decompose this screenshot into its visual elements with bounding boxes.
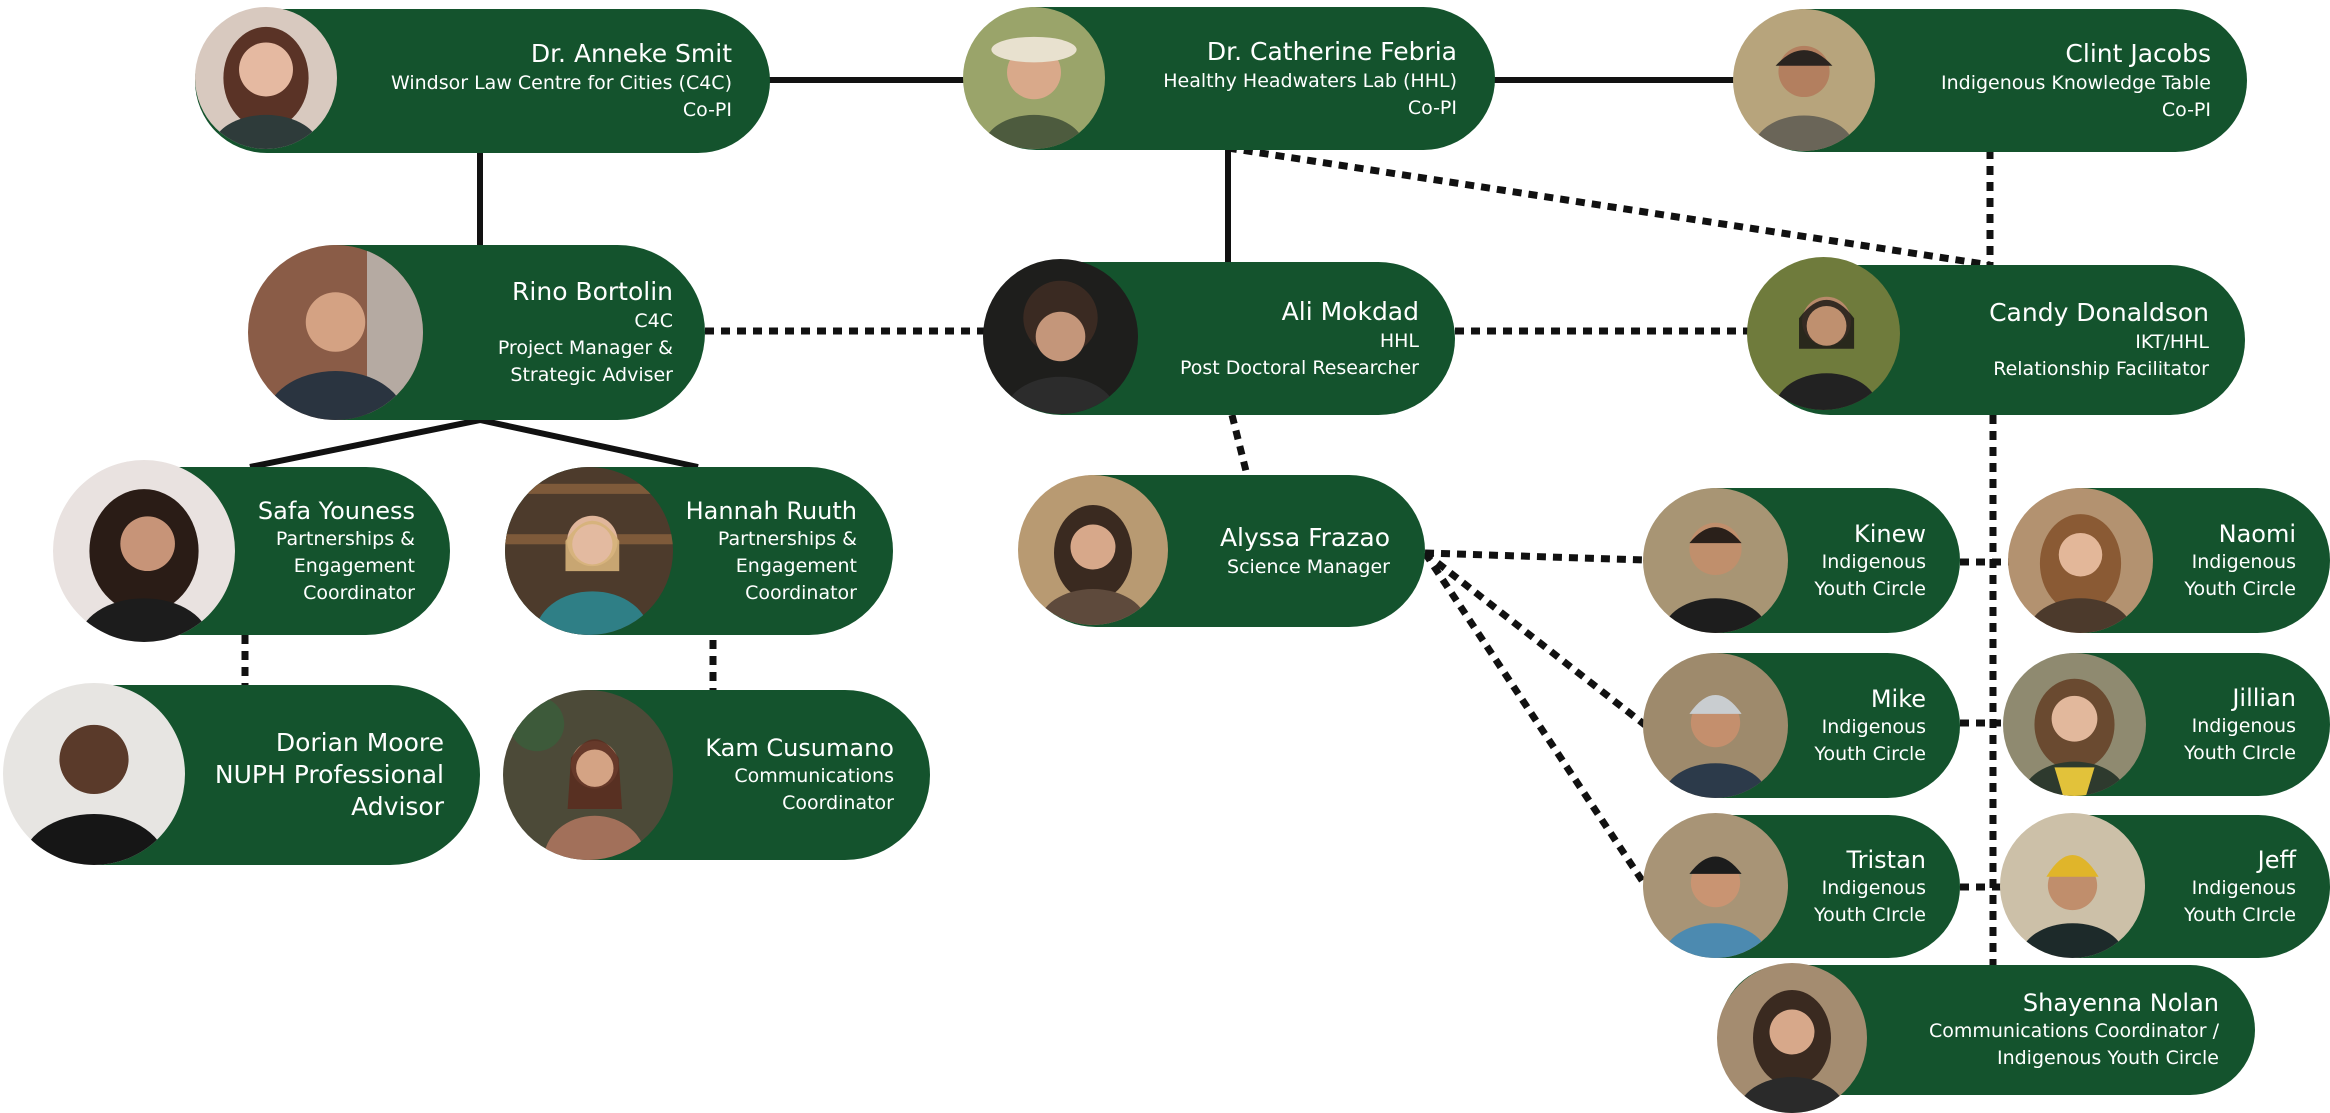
person-role: Youth Circle (1814, 742, 1926, 765)
person-name: Safa Youness (257, 496, 415, 525)
person-role: Indigenous (2191, 714, 2296, 737)
person-role: Indigenous (2191, 876, 2296, 899)
person-role: Engagement (735, 554, 857, 577)
portrait-photo (983, 259, 1138, 414)
dotted-link (1422, 550, 1648, 728)
person-name: Tristan (1846, 845, 1927, 874)
person-role: Coordinator (782, 792, 894, 814)
person-role: Science Manager (1227, 555, 1390, 578)
person-role: Indigenous (2191, 550, 2296, 573)
person-name: Kinew (1853, 519, 1926, 548)
portrait-photo (1747, 257, 1900, 410)
person-name: Dr. Catherine Febria (1206, 36, 1457, 66)
person-name: Clint Jacobs (2065, 38, 2211, 68)
solid-link (249, 417, 481, 470)
dotted-link (1227, 144, 1991, 269)
person-name: Dr. Anneke Smit (530, 39, 732, 68)
portrait-photo (53, 460, 235, 642)
person-role: Coordinator (303, 581, 415, 604)
person-role: Indigenous Youth Circle (1996, 1047, 2219, 1069)
portrait-photo (2000, 813, 2145, 958)
person-role: Advisor (351, 792, 444, 821)
person-role: Strategic Adviser (510, 364, 673, 386)
person-role: Indigenous (1821, 876, 1926, 899)
portrait-photo (248, 245, 423, 420)
person-role: Co-PI (2161, 98, 2211, 121)
person-role: Youth CIrcle (2184, 741, 2296, 764)
person-role: Relationship Facilitator (1993, 358, 2209, 380)
portrait-photo (505, 467, 673, 635)
person-name: Kam Cusumano (705, 734, 894, 762)
dotted-link (1424, 549, 1646, 564)
person-name: Shayenna Nolan (2022, 989, 2219, 1017)
person-name: Candy Donaldson (1989, 298, 2209, 327)
portrait-photo (1643, 488, 1788, 633)
dotted-link (1228, 414, 1251, 476)
portrait-photo (195, 7, 337, 149)
person-role: Project Manager & (497, 337, 673, 359)
person-role: Communications Coordinator / (1928, 1020, 2219, 1042)
person-role: Partnerships & (717, 527, 857, 550)
portrait-photo (503, 690, 673, 860)
person-role: Youth CIrcle (2184, 903, 2296, 926)
person-role: Co-PI (682, 99, 732, 121)
person-role: Indigenous (1821, 550, 1926, 573)
person-name: Hannah Ruuth (685, 496, 857, 525)
person-role: Partnerships & (275, 527, 415, 550)
person-name: Rino Bortolin (512, 277, 673, 306)
person-name: Jeff (2257, 845, 2296, 874)
person-role: Co-PI (1407, 96, 1457, 119)
person-role: Coordinator (745, 581, 857, 604)
solid-link (479, 417, 699, 470)
person-role: Communications (734, 765, 894, 787)
person-name: Mike (1870, 684, 1926, 713)
person-role: IKT/HHL (2135, 331, 2209, 353)
person-role: Post Doctoral Researcher (1180, 356, 1419, 379)
portrait-photo (1717, 963, 1867, 1113)
person-role: Youth Circle (2184, 577, 2296, 600)
portrait-photo (1018, 475, 1168, 625)
person-name: Alyssa Frazao (1219, 522, 1390, 552)
person-role: Indigenous Knowledge Table (1941, 71, 2211, 94)
person-role: NUPH Professional (214, 760, 444, 789)
person-role: Engagement (293, 554, 415, 577)
portrait-photo (3, 683, 185, 865)
person-role: Healthy Headwaters Lab (HHL) (1163, 69, 1457, 92)
person-role: C4C (634, 310, 673, 332)
portrait-photo (1643, 653, 1788, 798)
person-role: Indigenous (1821, 715, 1926, 738)
portrait-photo (1733, 9, 1875, 151)
person-name: Ali Mokdad (1281, 296, 1419, 326)
person-role: Youth CIrcle (1814, 903, 1926, 926)
person-role: HHL (1379, 329, 1419, 352)
portrait-photo (1643, 813, 1788, 958)
portrait-photo (2008, 488, 2153, 633)
person-name: Naomi (2218, 519, 2296, 548)
portrait-photo (2003, 653, 2146, 796)
person-name: Jillian (2232, 683, 2296, 712)
person-role: Windsor Law Centre for Cities (C4C) (390, 72, 732, 94)
person-role: Youth Circle (1814, 577, 1926, 600)
portrait-photo (963, 7, 1105, 149)
person-name: Dorian Moore (275, 728, 444, 757)
dotted-link (1422, 551, 1648, 887)
